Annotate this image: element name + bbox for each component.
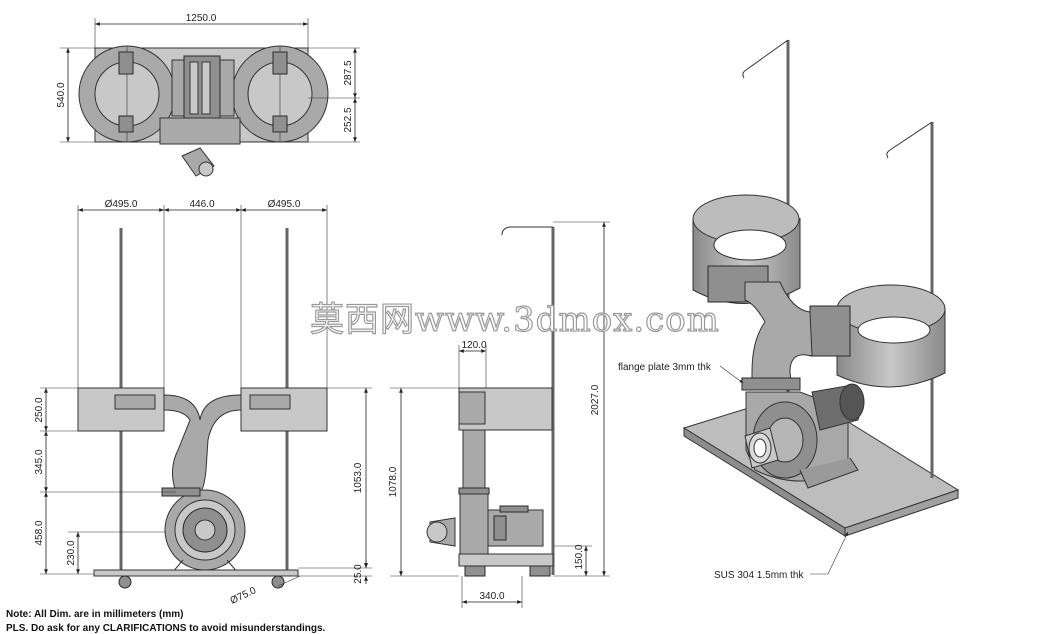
- dim-dia-right: Ø495.0: [268, 199, 301, 210]
- top-view: 1250.0 540.0 287.5 252.5: [56, 13, 360, 177]
- callout-flange-plate: flange plate 3mm thk: [618, 362, 712, 373]
- dim-1053: 1053.0: [353, 462, 364, 493]
- dim-340: 340.0: [479, 591, 504, 602]
- note-clarifications: PLS. Do ask for any CLARIFICATIONS to av…: [6, 623, 326, 634]
- dim-depth-540: 540.0: [56, 82, 67, 107]
- note-units: Note: All Dim. are in millimeters (mm): [6, 609, 183, 620]
- dim-230: 230.0: [66, 540, 77, 565]
- dim-120: 120.0: [461, 340, 486, 351]
- dim-dia-left: Ø495.0: [105, 199, 138, 210]
- isometric-view: flange plate 3mm thk SUS 304 1.5mm thk: [618, 39, 960, 581]
- dim-gap-446: 446.0: [189, 199, 214, 210]
- dim-width-1250: 1250.0: [186, 13, 217, 24]
- dim-2027: 2027.0: [590, 384, 601, 415]
- dim-25: 25.0: [353, 564, 364, 584]
- watermark: 莫西网www.3dmox.com: [310, 300, 720, 340]
- dim-458: 458.0: [34, 520, 45, 545]
- dim-150: 150.0: [574, 544, 585, 569]
- dim-345: 345.0: [34, 449, 45, 474]
- dim-1078: 1078.0: [388, 466, 399, 497]
- dim-250: 250.0: [34, 397, 45, 422]
- callout-base-plate: SUS 304 1.5mm thk: [714, 570, 804, 581]
- front-view: Ø495.0 446.0 Ø495.0 250.0 345.0 458.0 23…: [34, 199, 372, 607]
- dim-287-5: 287.5: [343, 60, 354, 85]
- side-view: 120.0 1078.0 2027.0 150.0 340.0: [388, 221, 610, 608]
- dim-wheel-75: Ø75.0: [229, 585, 259, 607]
- dim-252-5: 252.5: [343, 107, 354, 132]
